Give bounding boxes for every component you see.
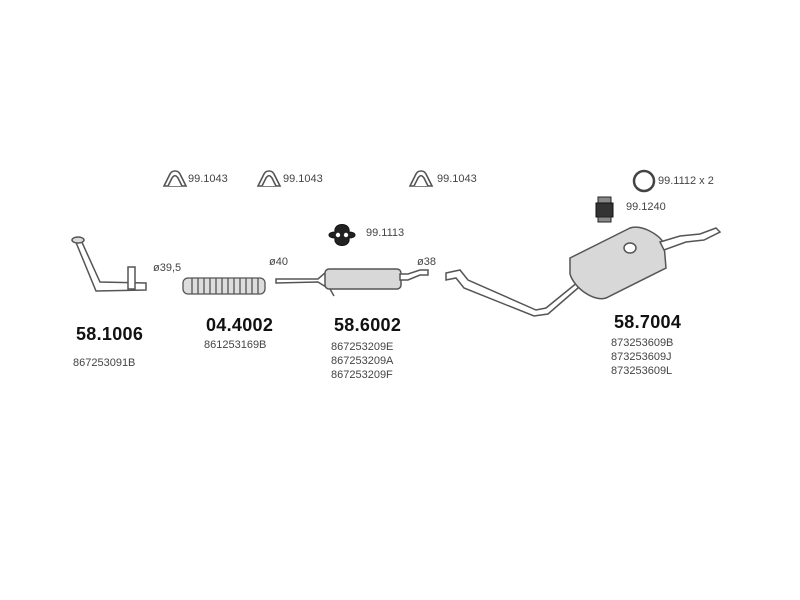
part-number: 58.1006 [76, 324, 144, 344]
mount-label: 99.1240 [626, 201, 666, 213]
oem-number: 873253609B [611, 337, 674, 349]
clamp-label: 99.1043 [283, 173, 323, 185]
part-number: 58.6002 [334, 315, 402, 335]
hanger-label: 99.1113 [366, 227, 405, 239]
ring-icon [632, 169, 656, 193]
oem-list: 867253209E 867253209A 867253209F [331, 340, 393, 382]
oem-number: 873253609J [611, 351, 672, 363]
flex-pipe [182, 277, 266, 295]
u-clamp-icon [256, 170, 282, 187]
oem-number: 861253169B [204, 339, 267, 351]
oem-number: 867253209F [331, 369, 393, 381]
oem-list: 861253169B [204, 338, 266, 352]
clamp-label: 99.1043 [437, 173, 477, 185]
part-number: 58.7004 [614, 312, 682, 332]
middle-silencer [275, 268, 429, 297]
diameter-label: ø38 [417, 256, 436, 268]
oem-number: 873253609L [611, 365, 673, 377]
oem-number: 867253091B [73, 357, 136, 369]
diameter-label: ø39,5 [153, 262, 182, 274]
part-number: 04.4002 [206, 315, 274, 335]
front-pipe [71, 236, 147, 292]
u-clamp-icon [162, 170, 188, 187]
oem-list: 867253091B [73, 356, 135, 370]
clamp-label: 99.1043 [188, 173, 228, 185]
hanger-icon [328, 224, 356, 246]
diameter-label: ø40 [269, 256, 288, 268]
rubber-mount-icon [595, 196, 614, 223]
rear-silencer [445, 226, 722, 317]
oem-list: 873253609B 873253609J 873253609L [611, 336, 673, 378]
ring-label: 99.1112 x 2 [658, 175, 714, 187]
oem-number: 867253209A [331, 355, 394, 367]
oem-number: 867253209E [331, 341, 394, 353]
u-clamp-icon [408, 170, 434, 187]
